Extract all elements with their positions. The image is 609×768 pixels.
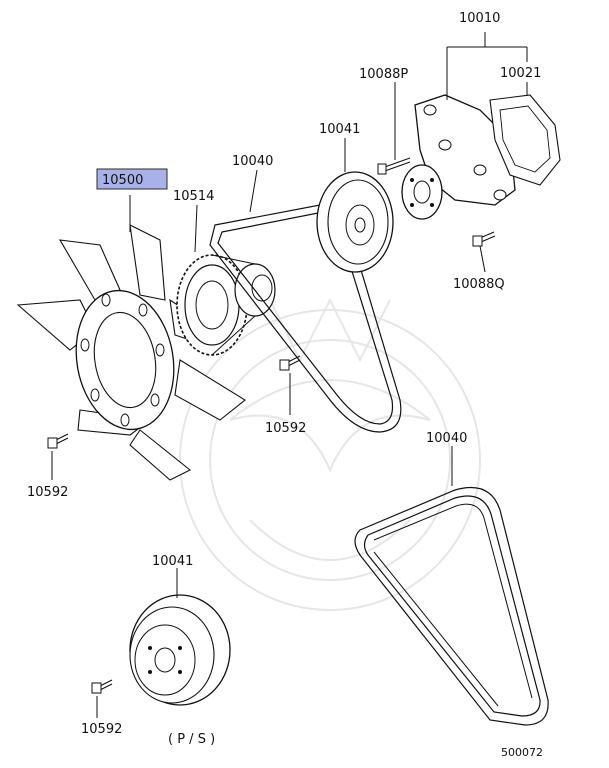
bolt-10088q[interactable]: [472, 231, 496, 247]
label-10592-clutch[interactable]: 10592: [265, 421, 306, 436]
label-10041-lower[interactable]: 10041: [152, 554, 193, 569]
pulley-upper[interactable]: [316, 171, 394, 273]
label-10088q[interactable]: 10088Q: [453, 277, 505, 292]
water-pump-assembly[interactable]: [401, 94, 516, 220]
label-10592-pulley[interactable]: 10592: [81, 722, 122, 737]
diagram-number: 500072: [501, 746, 543, 759]
label-10040-lower[interactable]: 10040: [426, 431, 467, 446]
label-10041-upper[interactable]: 10041: [319, 122, 360, 137]
label-10010[interactable]: 10010: [459, 11, 500, 26]
label-10514[interactable]: 10514: [173, 189, 214, 204]
fan-clutch[interactable]: [176, 254, 276, 356]
label-10021[interactable]: 10021: [500, 66, 541, 81]
ps-note: ( P / S ): [168, 732, 215, 747]
label-10500[interactable]: 10500: [102, 173, 143, 188]
drive-belt-lower[interactable]: [354, 486, 549, 726]
part-labels: 10500 10010 10021 10088P 10041 10040 105…: [27, 11, 543, 759]
pulley-lower[interactable]: [129, 594, 231, 706]
label-10592-fan[interactable]: 10592: [27, 485, 68, 500]
selected-part-highlight: [96, 168, 168, 190]
bolt-10592-fan[interactable]: [47, 433, 69, 449]
bolt-10088p[interactable]: [377, 157, 411, 175]
leader-lines: [51, 32, 528, 718]
label-10088p[interactable]: 10088P: [359, 67, 408, 82]
bolt-10592-clutch[interactable]: [279, 355, 301, 371]
pump-gasket[interactable]: [489, 94, 561, 186]
label-10040-upper[interactable]: 10040: [232, 154, 273, 169]
watermark-emblem: [179, 297, 481, 611]
bolt-10592-pulley[interactable]: [91, 679, 113, 694]
